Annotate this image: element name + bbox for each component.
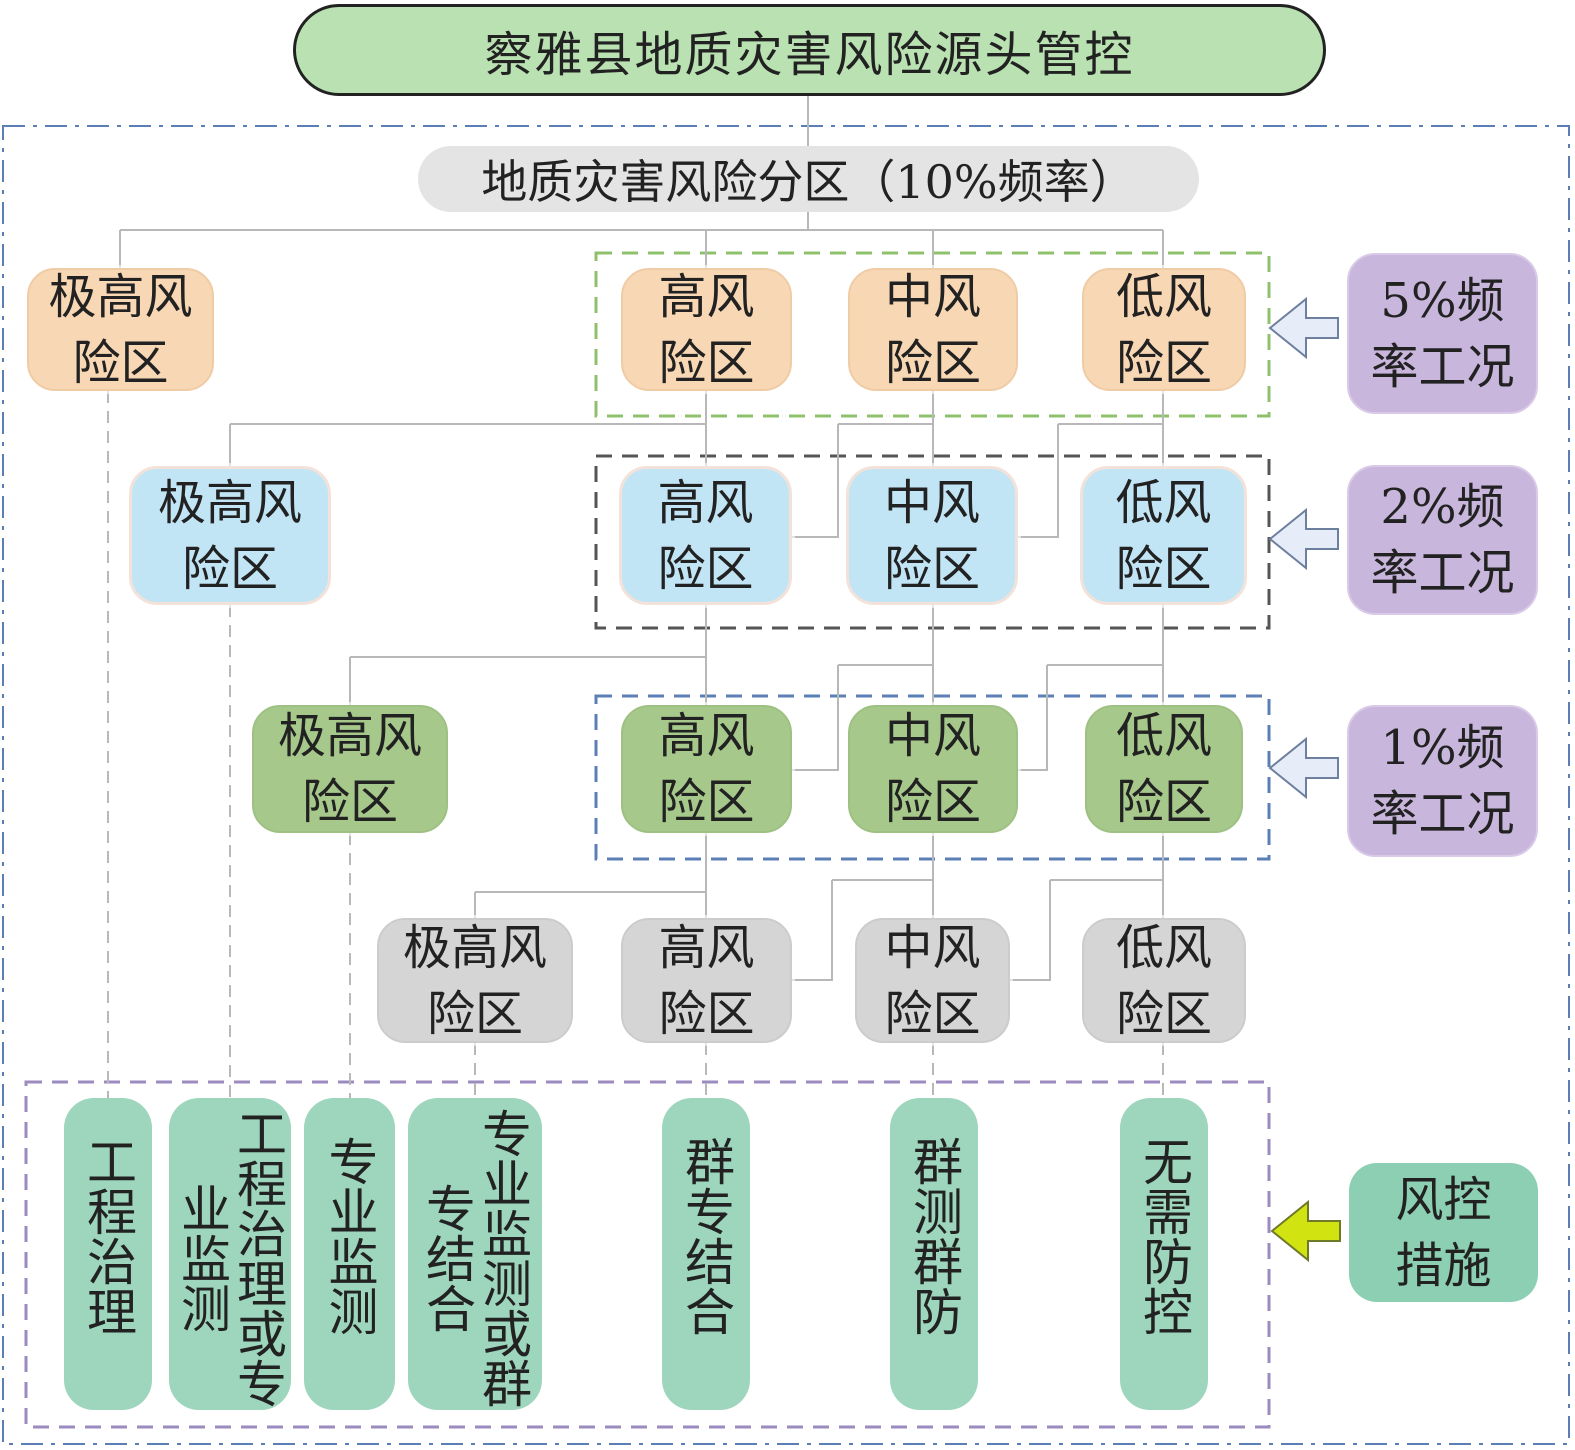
measure-label: 群专结合 xyxy=(677,1136,735,1336)
measure-combined: 群专结合 xyxy=(662,1098,750,1410)
arrow-icon-control xyxy=(1270,1199,1341,1263)
condition-1pct: 1%频率工况 xyxy=(1347,705,1538,857)
measure-engineering: 工程治理 xyxy=(64,1098,152,1410)
measure-label: 群测群防 xyxy=(905,1136,963,1336)
zone-label: 中风险区 xyxy=(884,268,981,391)
condition-label: 5%频率工况 xyxy=(1370,272,1515,395)
zone-label: 中风险区 xyxy=(884,919,981,1042)
zone-label: 中风险区 xyxy=(883,474,980,597)
zone-label: 极高风险区 xyxy=(277,708,422,830)
zone-label: 低风险区 xyxy=(1115,268,1212,391)
measure-monitoring-or-combined: 专业监测或群专结合 xyxy=(408,1098,542,1410)
measure-label: 工程治理或专业监测 xyxy=(173,1108,287,1408)
zone-medium-1pct: 中风险区 xyxy=(848,705,1018,833)
zone-label: 低风险区 xyxy=(1115,708,1212,830)
control-label: 风控措施 xyxy=(1395,1171,1492,1294)
zone-label: 高风险区 xyxy=(658,919,755,1042)
measure-label: 工程治理 xyxy=(79,1136,137,1336)
measure-label: 无需防控 xyxy=(1135,1136,1193,1336)
zone-very-high-grey: 极高风险区 xyxy=(377,918,573,1043)
zone-label: 低风险区 xyxy=(1115,474,1212,597)
zone-very-high-10pct: 极高风险区 xyxy=(27,268,214,391)
zone-high-2pct: 高风险区 xyxy=(619,466,792,605)
measure-label: 专业监测 xyxy=(320,1136,379,1336)
zone-high-1pct: 高风险区 xyxy=(621,705,792,833)
measure-professional-monitoring: 专业监测 xyxy=(304,1098,395,1410)
zone-label: 低风险区 xyxy=(1115,919,1212,1042)
arrow-icon-2pct xyxy=(1268,507,1339,571)
zone-low-1pct: 低风险区 xyxy=(1085,705,1243,833)
group-frame-measures xyxy=(24,1080,1271,1429)
diagram-title-text: 察雅县地质灾害风险源头管控 xyxy=(484,27,1135,83)
condition-5pct: 5%频率工况 xyxy=(1347,253,1538,414)
zone-high-5pct: 高风险区 xyxy=(621,268,792,391)
diagram-title: 察雅县地质灾害风险源头管控 xyxy=(293,4,1326,96)
zone-very-high-1pct: 极高风险区 xyxy=(252,705,448,833)
outer-frame xyxy=(2,125,1570,1445)
measure-engineering-or-monitoring: 工程治理或专业监测 xyxy=(169,1098,291,1410)
risk-partition-text: 地质灾害风险分区（10%频率） xyxy=(481,155,1136,209)
zone-medium-2pct: 中风险区 xyxy=(846,466,1018,605)
zone-label: 高风险区 xyxy=(658,708,755,830)
zone-medium-grey: 中风险区 xyxy=(855,918,1010,1043)
arrow-icon-1pct xyxy=(1268,736,1339,800)
zone-very-high-2pct: 极高风险区 xyxy=(129,466,331,605)
zone-label: 极高风险区 xyxy=(157,474,302,597)
zone-medium-5pct: 中风险区 xyxy=(848,268,1018,391)
condition-2pct: 2%频率工况 xyxy=(1347,465,1538,615)
zone-low-5pct: 低风险区 xyxy=(1082,268,1246,391)
dashed-links xyxy=(107,391,1164,1098)
measure-mass-monitoring: 群测群防 xyxy=(890,1098,978,1410)
control-measures-box: 风控措施 xyxy=(1349,1163,1538,1302)
zone-high-grey: 高风险区 xyxy=(621,918,792,1043)
measure-label: 专业监测或群专结合 xyxy=(418,1108,532,1408)
zone-label: 高风险区 xyxy=(657,474,754,597)
condition-label: 1%频率工况 xyxy=(1370,720,1515,842)
arrow-icon-5pct xyxy=(1268,296,1339,360)
zone-label: 高风险区 xyxy=(658,268,755,391)
zone-label: 中风险区 xyxy=(884,708,981,830)
zone-low-grey: 低风险区 xyxy=(1082,918,1246,1043)
tree-connectors xyxy=(119,96,1164,981)
zone-label: 极高风险区 xyxy=(48,268,193,391)
risk-partition-box: 地质灾害风险分区（10%频率） xyxy=(418,146,1199,212)
measure-no-control: 无需防控 xyxy=(1120,1098,1208,1410)
zone-label: 极高风险区 xyxy=(402,919,547,1042)
condition-label: 2%频率工况 xyxy=(1370,479,1515,601)
zone-low-2pct: 低风险区 xyxy=(1080,466,1247,605)
